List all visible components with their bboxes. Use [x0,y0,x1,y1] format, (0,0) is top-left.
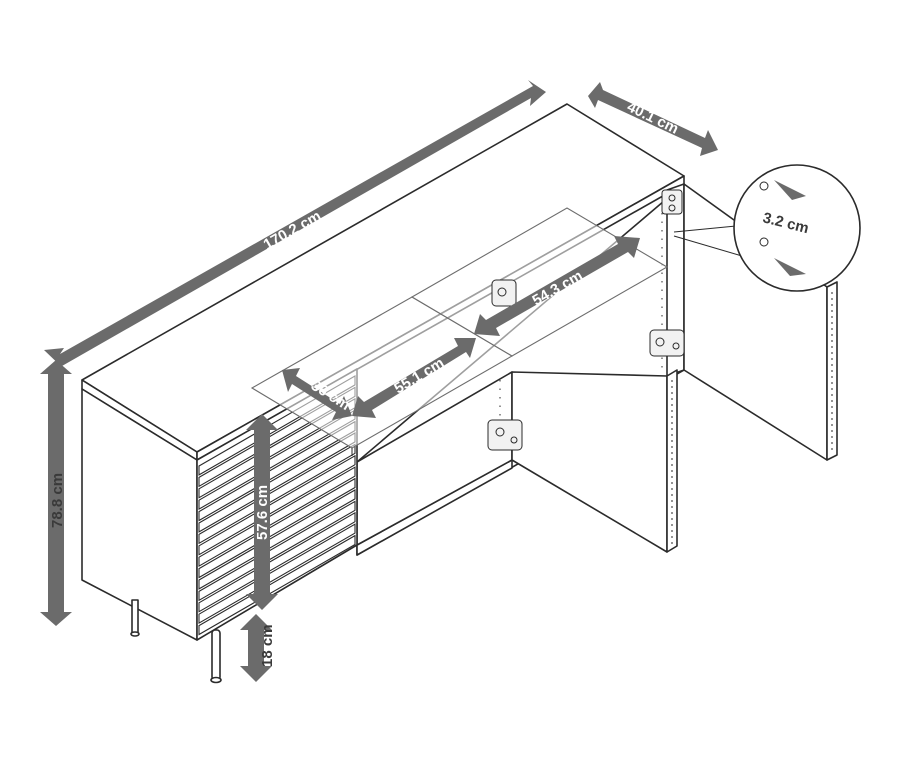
callout-line-bottom [673,235,743,257]
slat [198,454,356,556]
dim-drawer-height-arrow [246,414,278,610]
slat [198,466,356,568]
slat [198,511,356,613]
hinges [487,189,685,451]
hinge-top-right [661,189,683,215]
slat [198,443,356,545]
hinge-bottom-right [649,329,685,357]
slat [198,500,356,602]
slat [198,477,356,579]
door-middle-edge [666,369,678,553]
dim-shelf-right-arrow [474,236,640,336]
callout-arrow-top [774,180,806,200]
door-middle [511,371,668,553]
dim-leg-height: 18 cm [240,614,276,682]
callout-hole-top [759,181,769,191]
dim-width-arrow [44,80,546,372]
leg-back [131,599,139,635]
hinge-center-top [491,279,517,307]
glass-shelf-right [410,207,669,357]
dim-drawer-height-label: 57.6 cm [254,485,271,540]
slat [198,534,356,636]
dim-height-arrow [40,360,72,626]
dim-depth-arrow [588,82,718,156]
open-doors [511,183,838,553]
dim-shelf-left-arrow [352,338,476,418]
dim-drawer-height: 57.6 cm [246,414,278,610]
callout-line-top [673,225,737,233]
slat [198,523,356,625]
dim-leg-height-arrow [240,614,272,682]
callout-circle [733,164,861,292]
callout-arrow-bottom [774,258,806,276]
slat [198,489,356,590]
leg-front-foot [210,676,222,684]
dim-depth-label: 40.1 cm [624,98,681,137]
leg-front [211,629,221,681]
leg-back-foot [130,631,140,637]
dim-leg-height-label: 18 cm [259,624,276,667]
hole-spacing-callout: 3.2 cm [673,164,861,292]
glass-shelves [250,207,669,456]
callout-hole-bottom [759,237,769,247]
dim-width-label: 170.2 cm [261,207,325,253]
hinge-center-bottom [487,419,523,451]
dim-height-label: 78.8 cm [49,473,66,528]
dim-shelf-depth-arrow [282,368,352,420]
dim-height: 78.8 cm [40,360,72,626]
